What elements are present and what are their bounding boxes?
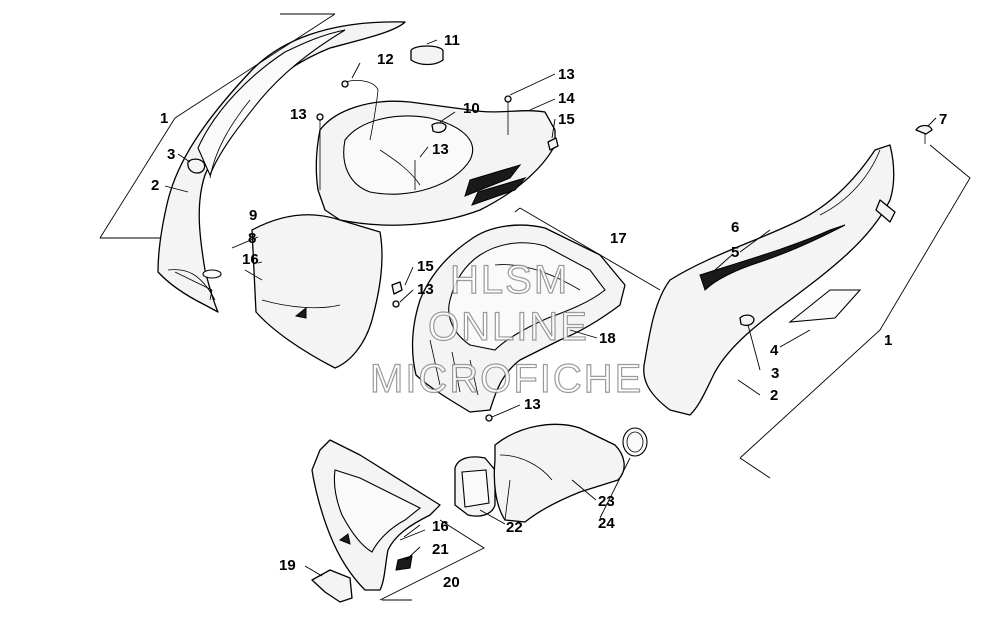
callout-7: 7 xyxy=(939,111,947,128)
callout-9: 9 xyxy=(249,207,257,224)
callout-8: 8 xyxy=(248,230,256,247)
callout-13-b: 13 xyxy=(432,141,449,158)
callout-4: 4 xyxy=(770,342,779,359)
callout-5: 5 xyxy=(731,244,739,261)
lower-nose xyxy=(311,439,441,603)
callout-15-a: 15 xyxy=(558,111,575,128)
callout-20: 20 xyxy=(443,574,460,591)
right-side-panel xyxy=(643,124,933,416)
callout-2-left: 2 xyxy=(151,177,159,194)
callout-1-left: 1 xyxy=(160,110,168,127)
watermark-line-3: MICROFICHE xyxy=(370,357,643,401)
callout-12: 12 xyxy=(377,51,394,68)
left-side-panel xyxy=(157,21,406,313)
group-brackets xyxy=(99,13,971,601)
callout-13-c: 13 xyxy=(558,66,575,83)
callout-11: 11 xyxy=(444,32,460,49)
callout-10: 10 xyxy=(463,100,480,117)
callout-1-right: 1 xyxy=(884,332,892,349)
inner-liner xyxy=(411,224,626,422)
watermark: HLSM ONLINE MICROFICHE xyxy=(369,257,643,401)
upper-hardware xyxy=(244,45,559,308)
callout-18: 18 xyxy=(599,330,616,347)
callout-21: 21 xyxy=(432,541,449,558)
leader-lines xyxy=(164,39,937,577)
callout-13-e: 13 xyxy=(524,396,541,413)
callout-16-lower: 16 xyxy=(432,518,449,535)
callout-6: 6 xyxy=(731,219,739,236)
callout-22: 22 xyxy=(506,519,523,536)
callout-19: 19 xyxy=(279,557,296,574)
callout-24: 24 xyxy=(598,515,615,532)
callout-3-left: 3 xyxy=(167,146,175,163)
callout-2-right: 2 xyxy=(770,387,778,404)
callout-labels: 1 3 2 8 16 9 13 12 11 10 13 13 14 15 7 6… xyxy=(151,32,947,591)
callout-23: 23 xyxy=(598,493,615,510)
callout-13-d: 13 xyxy=(417,281,434,298)
callout-14: 14 xyxy=(558,90,575,107)
callout-13-a: 13 xyxy=(290,106,307,123)
watermark-line-1: HLSM xyxy=(450,258,569,302)
callout-3-right: 3 xyxy=(771,365,779,382)
callout-15-b: 15 xyxy=(417,258,434,275)
hood-upper-center xyxy=(251,100,556,369)
watermark-line-2: ONLINE xyxy=(428,305,589,349)
intake-duct xyxy=(454,423,648,523)
callout-17: 17 xyxy=(610,230,627,247)
callout-16-left: 16 xyxy=(242,251,259,268)
